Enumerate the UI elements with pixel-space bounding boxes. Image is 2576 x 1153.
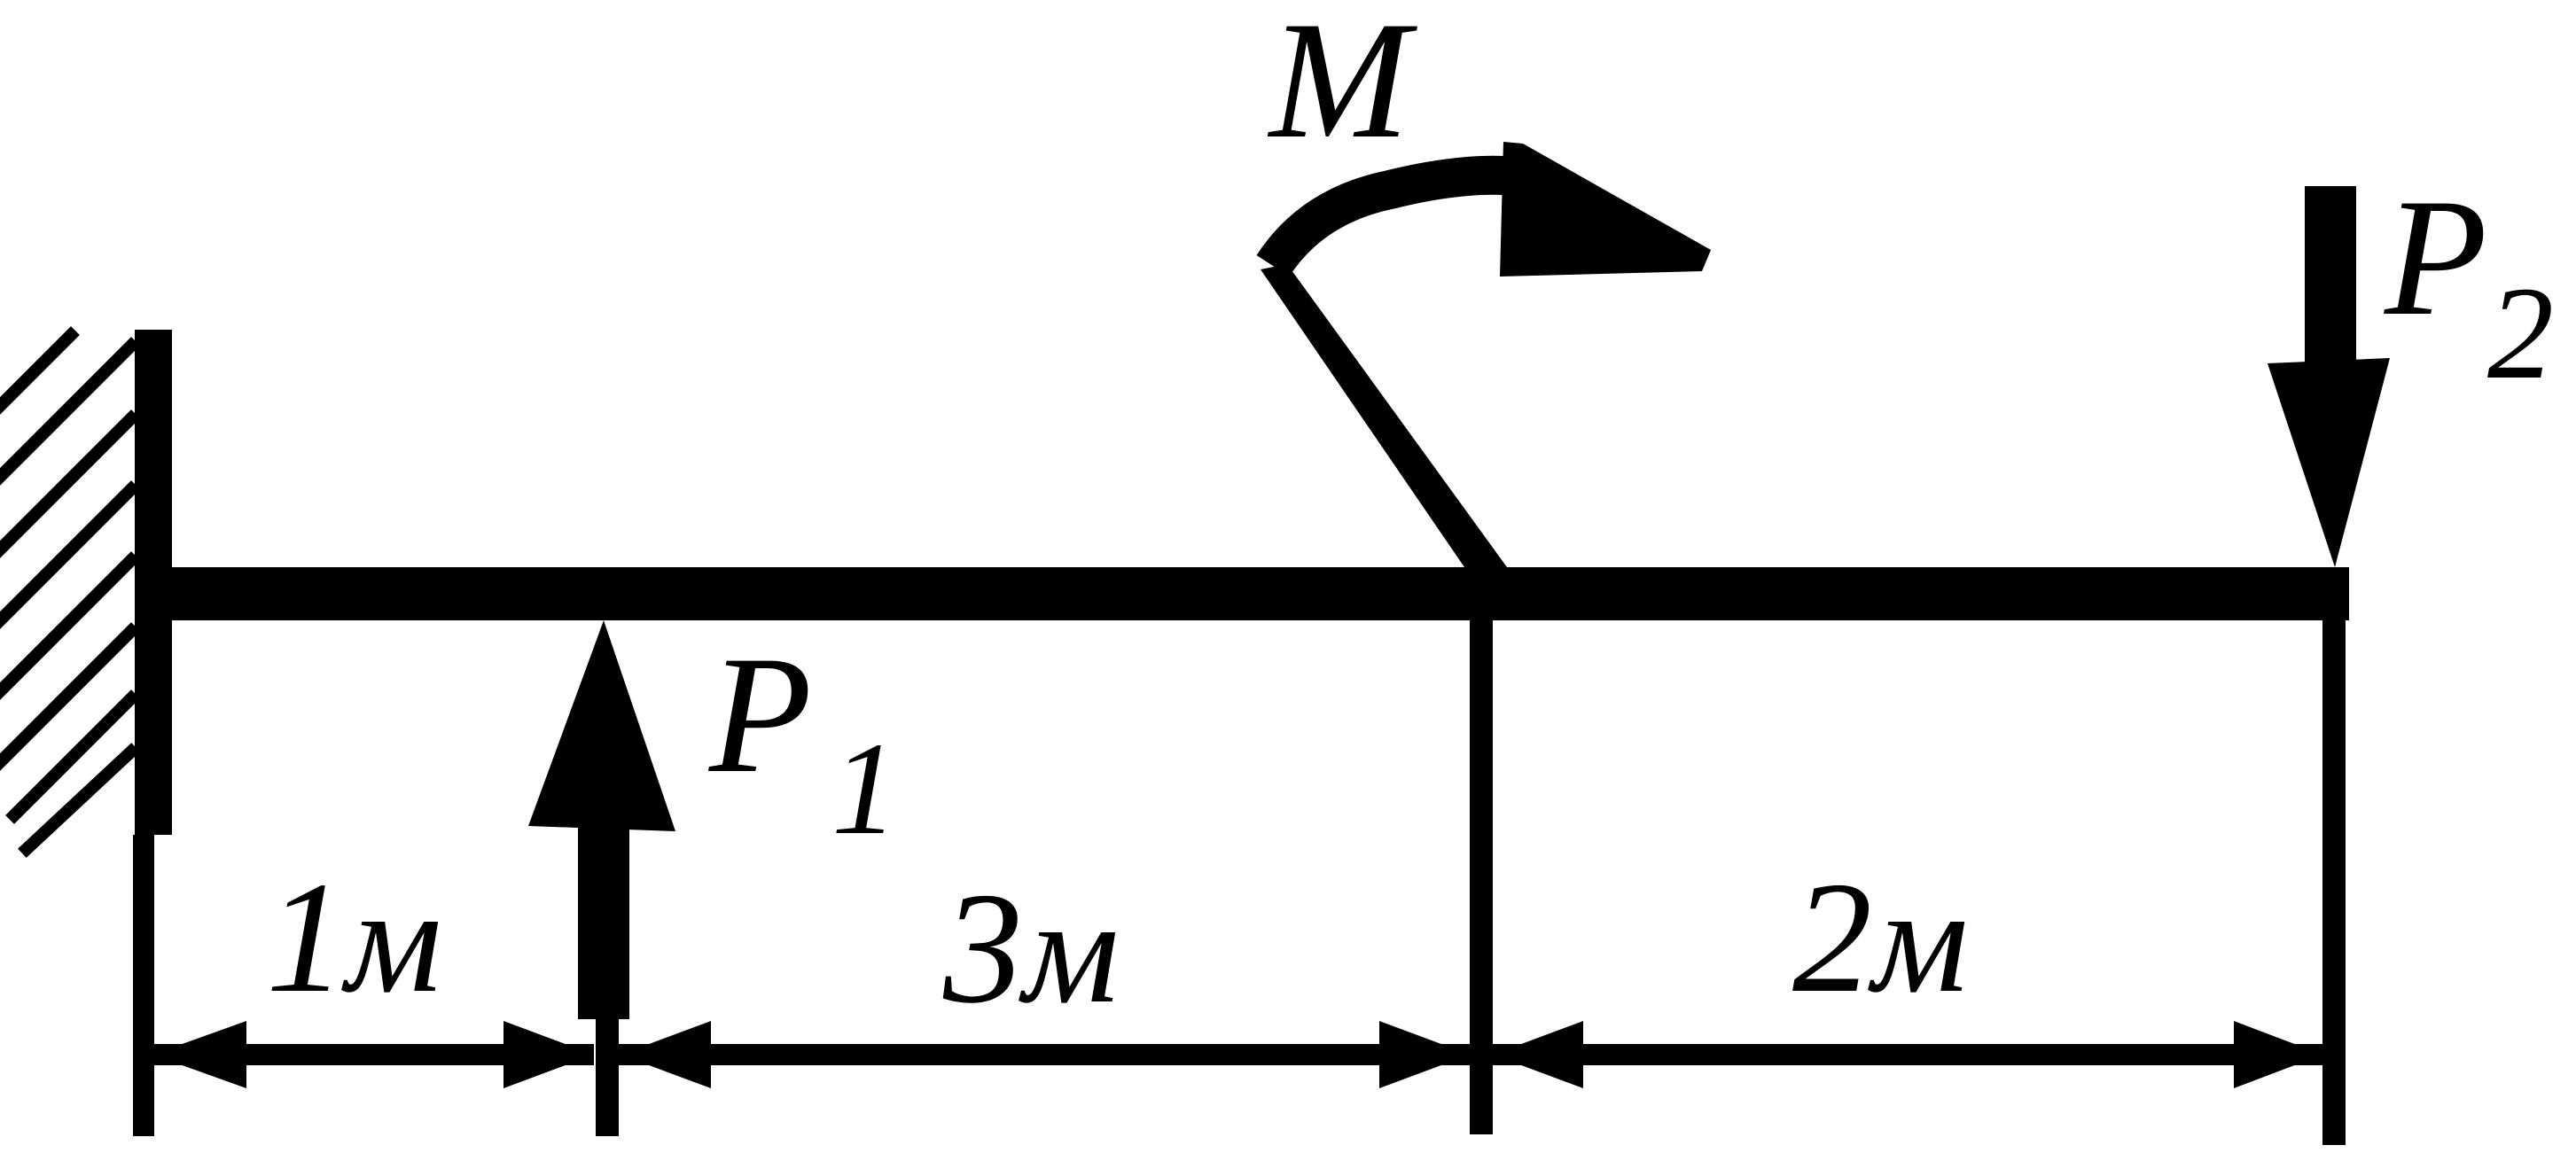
dimension-value: 3 — [942, 860, 1023, 1036]
moment-lever — [1261, 264, 1507, 567]
dimension-value: 2 — [1792, 849, 1872, 1025]
dim-arrow — [503, 1021, 594, 1088]
dim-arrow — [152, 1021, 246, 1088]
dim-arrow — [1379, 1021, 1470, 1088]
dim-arrow — [621, 1021, 711, 1088]
moment-label: M — [1267, 0, 1417, 174]
wall-face — [135, 330, 172, 835]
moment-curve — [1256, 155, 1504, 277]
dim-arrow — [2234, 1021, 2322, 1088]
dim-arrow — [1493, 1021, 1583, 1088]
force-p2-label: P — [2383, 165, 2487, 351]
dimension-lines — [151, 1021, 2324, 1088]
dimension-label-3: 2м — [1792, 849, 1969, 1025]
force-p1-label: P — [707, 622, 812, 808]
fixed-support — [0, 326, 172, 858]
wall-hatching — [0, 326, 140, 858]
beam — [168, 567, 2349, 620]
force-p2-arrow — [2268, 186, 2390, 567]
dimension-label-2: 3м — [942, 860, 1120, 1036]
moment-arrowhead — [1500, 142, 1711, 277]
force-p2-subscript: 2 — [2487, 260, 2554, 407]
force-p1-arrow — [528, 620, 675, 1019]
dimension-unit: м — [1868, 857, 1969, 1024]
moment-m-symbol — [1256, 142, 1711, 567]
force-p1-subscript: 1 — [831, 715, 898, 862]
dimension-label-1: 1м — [266, 849, 442, 1025]
dimension-unit: м — [341, 857, 442, 1024]
dimension-unit: м — [1019, 868, 1120, 1034]
dimension-value: 1 — [266, 849, 346, 1025]
